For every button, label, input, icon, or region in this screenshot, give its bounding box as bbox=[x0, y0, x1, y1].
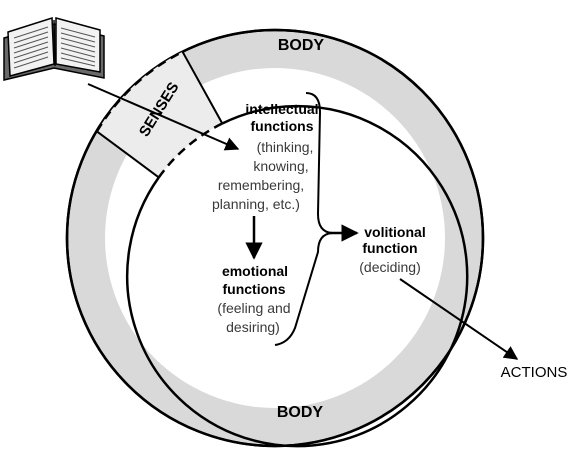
intellectual-detail-line3: remembering, bbox=[218, 177, 304, 193]
book-to-intellect-arrow bbox=[87, 83, 240, 151]
intellectual-detail-line2: knowing, bbox=[253, 158, 308, 174]
senses-inner-dashed bbox=[157, 122, 223, 179]
body-label-bottom: BODY bbox=[277, 404, 324, 421]
open-book-icon bbox=[3, 16, 105, 81]
volitional-detail-line1: (deciding) bbox=[359, 259, 420, 275]
emotional-title-line2: functions bbox=[223, 281, 286, 297]
senses-outer-dashed bbox=[95, 50, 184, 133]
emotional-detail-line1: (feeling and bbox=[217, 300, 290, 316]
body-label-top: BODY bbox=[278, 37, 325, 54]
emotional-detail-line2: desiring) bbox=[226, 319, 280, 335]
volition-to-actions-arrow bbox=[399, 278, 519, 360]
intellectual-title-line1: intellectual bbox=[245, 101, 318, 117]
volitional-title-line2: function bbox=[362, 240, 417, 256]
senses-divider-bottom bbox=[96, 130, 160, 179]
intellectual-detail-line4: planning, etc.) bbox=[212, 196, 300, 212]
outer-circle-outline bbox=[65, 28, 485, 448]
inner-circle-outline bbox=[125, 104, 469, 448]
volitional-title-line1: volitional bbox=[364, 224, 425, 240]
intellectual-title-line2: functions bbox=[251, 118, 314, 134]
emotional-title-line1: emotional bbox=[222, 263, 288, 279]
senses-divider-top bbox=[181, 51, 224, 124]
intellectual-detail-line1: (thinking, bbox=[257, 139, 314, 155]
actions-label: ACTIONS bbox=[501, 364, 568, 381]
